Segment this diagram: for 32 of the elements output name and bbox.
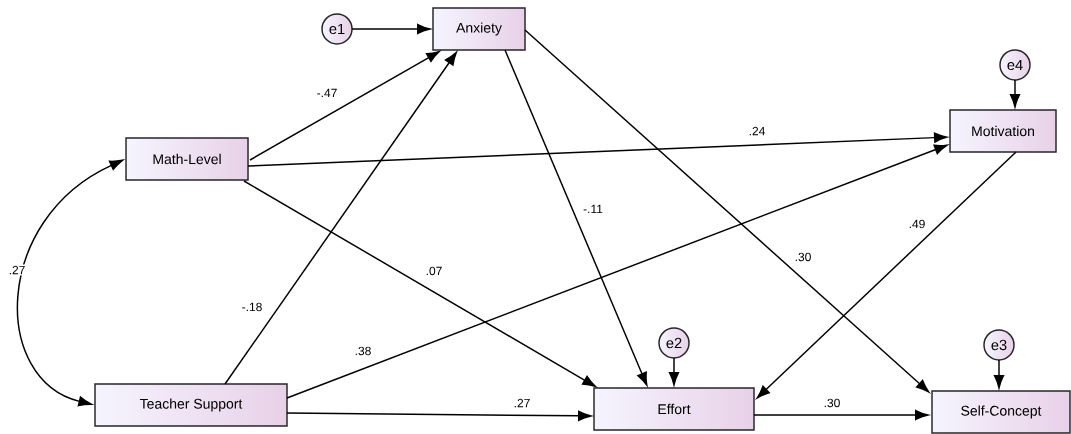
edge-label: .30 (793, 251, 813, 263)
edge-label: .07 (424, 265, 444, 277)
edge-label: -.47 (315, 87, 339, 99)
edge-label: .30 (822, 397, 842, 409)
arrow (17, 159, 124, 407)
edge-label: -.11 (581, 203, 605, 215)
arrow (224, 51, 457, 385)
edge-label: -.18 (240, 301, 264, 313)
arrow (993, 359, 1005, 389)
variable-box: Self-Concept (931, 390, 1071, 434)
arrow (1009, 79, 1021, 108)
variable-box: Motivation (949, 109, 1057, 153)
arrow (668, 357, 680, 386)
arrow (249, 50, 440, 161)
arrow (753, 409, 929, 421)
edge-label: .24 (747, 125, 767, 137)
variable-box: Math-Level (125, 137, 249, 181)
arrow (243, 180, 596, 388)
variable-box: Effort (593, 387, 755, 431)
variable-box: Teacher Support (94, 383, 288, 427)
arrow (247, 132, 948, 167)
edge-label: .27 (7, 264, 27, 276)
arrow (756, 151, 1017, 399)
arrow (351, 23, 431, 35)
arrow (524, 29, 930, 393)
edge-label: .49 (907, 218, 927, 230)
arrow (286, 144, 948, 399)
arrow (286, 410, 592, 421)
variable-box: Anxiety (432, 7, 526, 51)
edge-label: .27 (512, 397, 532, 409)
edge-label: .38 (353, 345, 373, 357)
arrow (504, 49, 648, 386)
